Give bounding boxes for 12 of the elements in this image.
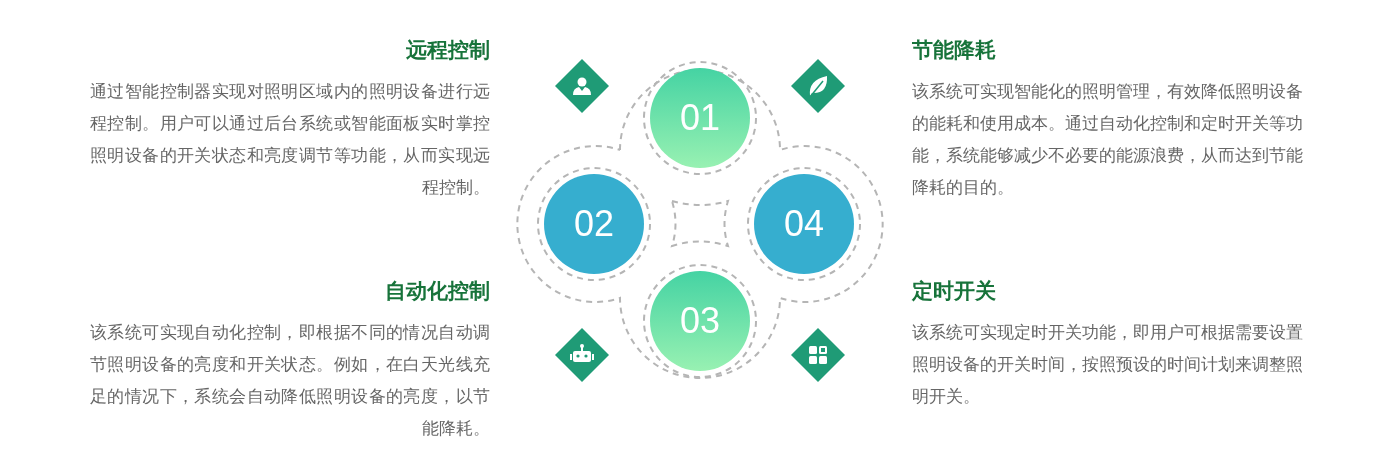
- description-text: 通过智能控制器实现对照明区域内的照明设备进行远程控制。用户可以通过后台系统或智能面板实时掌控照明设备的开关状态和亮度调节等功能，从而实现远程控制。: [90, 81, 490, 199]
- number-circle: 03: [650, 271, 750, 371]
- section-heading: 定时开关: [912, 278, 996, 304]
- section-heading: 自动化控制: [384, 278, 490, 304]
- section-heading: 远程控制: [405, 37, 490, 63]
- number-circle: 04: [754, 174, 854, 274]
- description-text: 该系统可实现定时开关功能，即用户可根据需要设置照明设备的开关时间，按照预设的时间计划来调整照明开关。: [912, 322, 1304, 408]
- description-text: 该系统可实现自动化控制，即根据不同的情况自动调节照明设备的亮度和开关状态。例如，在白天光线充足的情况下，系统会自动降低照明设备的亮度，以节能降耗。: [90, 322, 490, 440]
- description-text: 该系统可实现智能化的照明管理，有效降低照明设备的能耗和使用成本。通过自动化控制和定时开关等功能，系统能够减少不必要的能源浪费，从而达到节能降耗的目的。: [912, 81, 1304, 199]
- section-heading: 节能降耗: [912, 37, 996, 63]
- number-circle: 02: [544, 174, 644, 274]
- number-circle: 01: [650, 68, 750, 168]
